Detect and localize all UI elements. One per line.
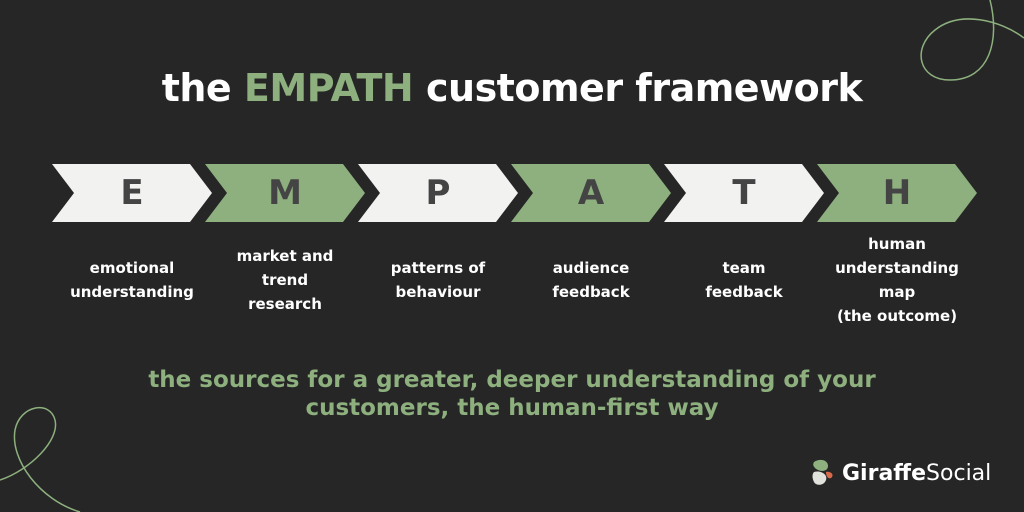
caption-line: feedback: [552, 283, 630, 301]
caption-a: audience feedback: [516, 256, 666, 304]
caption-line: research: [248, 295, 322, 313]
chevron-e: [52, 164, 212, 222]
brand-name-light: Social: [926, 460, 992, 486]
chevron-letter-h: H: [882, 173, 912, 213]
caption-t: team feedback: [669, 256, 819, 304]
chevron-h: [817, 164, 977, 222]
caption-line: patterns of: [390, 259, 486, 277]
top-right-swirl: [920, 0, 1024, 81]
caption-line: human: [868, 235, 926, 253]
caption-line: map: [878, 283, 916, 301]
caption-m: market and trend research: [210, 244, 360, 316]
caption-e: emotional understanding: [57, 256, 207, 304]
chevron-t: [664, 164, 824, 222]
title-prefix: the: [161, 66, 232, 110]
caption-line: audience: [552, 259, 630, 277]
page-title: the EMPATH customer framework: [0, 66, 1024, 110]
brand-name-bold: Giraffe: [842, 460, 927, 486]
brand-name: GiraffeSocial: [842, 461, 991, 486]
chevron-m: [205, 164, 365, 222]
bottom-left-swirl: [0, 406, 81, 512]
chevron-letter-m: M: [268, 173, 302, 213]
title-suffix: customer framework: [425, 66, 863, 110]
caption-line: understanding: [70, 283, 194, 301]
chevron-letter-p: P: [425, 173, 451, 213]
title-accent: EMPATH: [243, 66, 414, 110]
caption-p: patterns of behaviour: [363, 256, 513, 304]
chevron-letter-e: E: [120, 173, 144, 213]
caption-line: feedback: [705, 283, 783, 301]
chevron-a: [511, 164, 671, 222]
caption-line: trend: [261, 271, 309, 289]
caption-line: emotional: [89, 259, 175, 277]
caption-line: market and: [236, 247, 334, 265]
brand-logo: GiraffeSocial: [810, 458, 991, 488]
caption-line: (the outcome): [836, 307, 958, 325]
chevron-letter-a: A: [577, 173, 605, 213]
tagline-line-2: customers, the human-first way: [305, 395, 719, 421]
caption-h: human understanding map (the outcome): [822, 232, 972, 328]
chevron-letter-t: T: [732, 173, 756, 213]
caption-line: team: [722, 259, 766, 277]
tagline-line-1: the sources for a greater, deeper unders…: [148, 367, 876, 393]
tagline: the sources for a greater, deeper unders…: [0, 366, 1024, 422]
caption-line: understanding: [835, 259, 959, 277]
caption-line: behaviour: [395, 283, 481, 301]
giraffe-logo-icon: [812, 459, 833, 485]
chevron-p: [358, 164, 518, 222]
